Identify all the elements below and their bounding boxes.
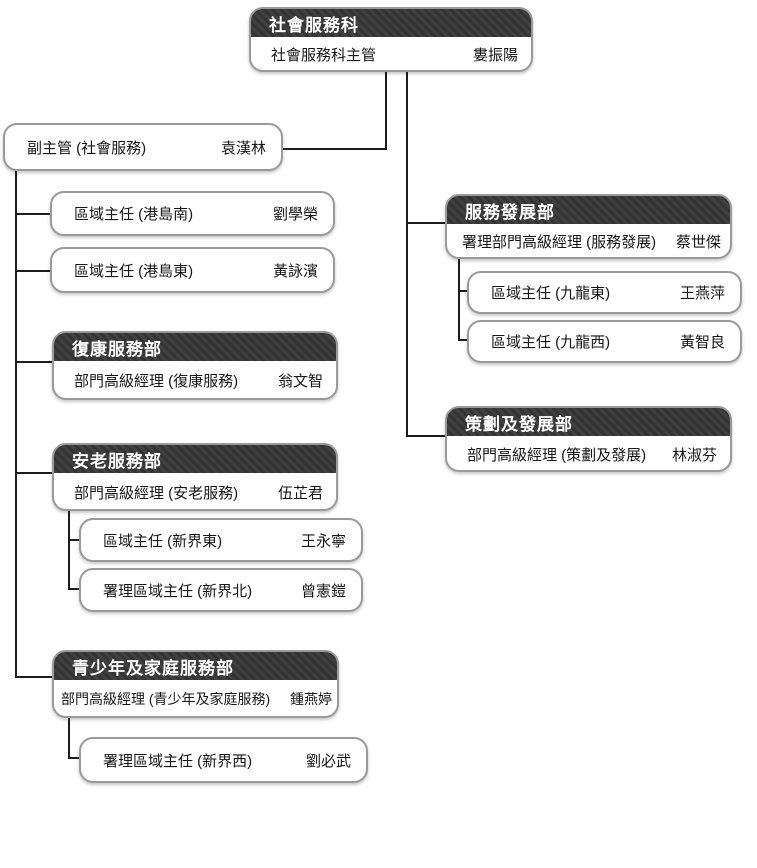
dept-header: 策劃及發展部 xyxy=(447,408,730,438)
dept-name: 社會服務科 xyxy=(269,15,359,35)
org-node-root: 社會服務科 社會服務科主管 婁振陽 xyxy=(249,7,533,72)
org-node-nt-east: 區域主任 (新界東) 王永寧 xyxy=(79,518,363,562)
person-name: 黃詠濱 xyxy=(272,262,318,280)
role-title: 社會服務科主管 xyxy=(271,47,377,64)
dept-body: 部門高級經理 (安老服務) 伍芷君 xyxy=(54,475,336,509)
person-name: 王永寧 xyxy=(300,532,346,550)
connector-line xyxy=(68,509,70,590)
org-node-youth-dept: 青少年及家庭服務部 部門高級經理 (青少年及家庭服務) 鍾燕婷 xyxy=(52,650,339,718)
connector-line xyxy=(68,539,81,541)
connector-line xyxy=(15,472,54,474)
connector-line xyxy=(15,270,52,272)
org-node-service-dev-dept: 服務發展部 署理部門高級經理 (服務發展) 蔡世傑 xyxy=(445,194,732,259)
dept-name: 策劃及發展部 xyxy=(465,414,573,434)
connector-line xyxy=(458,290,469,292)
person-name: 林淑芬 xyxy=(671,446,717,464)
connector-line xyxy=(68,716,70,759)
org-node-elderly-dept: 安老服務部 部門高級經理 (安老服務) 伍芷君 xyxy=(52,443,338,511)
role-title: 署理部門高級經理 (服務發展) xyxy=(462,234,657,251)
role-title: 區域主任 (港島南) xyxy=(74,206,194,223)
person-name: 翁文智 xyxy=(277,373,323,390)
dept-header: 青少年及家庭服務部 xyxy=(54,652,337,682)
connector-line xyxy=(283,148,387,150)
person-name: 王燕萍 xyxy=(679,285,725,302)
person-name: 婁振陽 xyxy=(472,47,518,64)
role-title: 署理區域主任 (新界北) xyxy=(103,582,253,600)
dept-header: 安老服務部 xyxy=(54,445,336,475)
role-title: 區域主任 (九龍東) xyxy=(491,285,611,302)
org-node-rehab-dept: 復康服務部 部門高級經理 (復康服務) 翁文智 xyxy=(52,331,338,400)
role-title: 副主管 (社會服務) xyxy=(27,139,147,157)
org-node-kln-east: 區域主任 (九龍東) 王燕萍 xyxy=(467,271,742,314)
role-title: 部門高級經理 (復康服務) xyxy=(74,373,239,390)
org-node-kln-west: 區域主任 (九龍西) 黃智良 xyxy=(467,320,742,363)
role-title: 部門高級經理 (策劃及發展) xyxy=(467,446,647,464)
dept-body: 社會服務科主管 婁振陽 xyxy=(251,39,531,70)
connector-line xyxy=(385,72,387,150)
connector-line xyxy=(15,676,54,678)
role-title: 部門高級經理 (青少年及家庭服務) xyxy=(61,691,271,707)
connector-line xyxy=(406,72,408,437)
org-node-nt-north: 署理區域主任 (新界北) 曾憲鎧 xyxy=(79,568,363,612)
person-name: 袁漢林 xyxy=(220,139,266,157)
org-node-deputy: 副主管 (社會服務) 袁漢林 xyxy=(3,123,283,171)
connector-line xyxy=(458,339,469,341)
dept-name: 青少年及家庭服務部 xyxy=(72,658,234,678)
connector-line xyxy=(406,222,447,224)
org-node-nt-west: 署理區域主任 (新界西) 劉必武 xyxy=(79,737,368,783)
person-name: 曾憲鎧 xyxy=(300,582,346,600)
dept-body: 部門高級經理 (青少年及家庭服務) 鍾燕婷 xyxy=(54,682,337,716)
dept-header: 社會服務科 xyxy=(251,9,531,39)
role-title: 區域主任 (新界東) xyxy=(103,532,223,550)
dept-body: 署理部門高級經理 (服務發展) 蔡世傑 xyxy=(447,226,730,257)
role-title: 區域主任 (九龍西) xyxy=(491,334,611,351)
dept-body: 部門高級經理 (復康服務) 翁文智 xyxy=(54,363,336,398)
org-node-hk-east: 區域主任 (港島東) 黃詠濱 xyxy=(50,247,335,293)
connector-line xyxy=(458,257,460,341)
role-title: 部門高級經理 (安老服務) xyxy=(74,484,239,502)
dept-body: 部門高級經理 (策劃及發展) 林淑芬 xyxy=(447,438,730,470)
connector-line xyxy=(68,757,81,759)
person-name: 劉學榮 xyxy=(272,206,318,223)
dept-name: 安老服務部 xyxy=(72,451,162,471)
connector-line xyxy=(15,361,54,363)
dept-header: 服務發展部 xyxy=(447,196,730,226)
org-node-hk-south: 區域主任 (港島南) 劉學榮 xyxy=(50,191,335,236)
connector-line xyxy=(15,170,17,678)
person-name: 蔡世傑 xyxy=(675,234,721,251)
connector-line xyxy=(15,213,52,215)
person-name: 伍芷君 xyxy=(277,484,323,502)
dept-name: 服務發展部 xyxy=(465,202,555,222)
dept-header: 復康服務部 xyxy=(54,333,336,363)
dept-name: 復康服務部 xyxy=(72,339,162,359)
org-node-planning-dept: 策劃及發展部 部門高級經理 (策劃及發展) 林淑芬 xyxy=(445,406,732,472)
person-name: 黃智良 xyxy=(679,334,725,351)
connector-line xyxy=(68,588,81,590)
role-title: 署理區域主任 (新界西) xyxy=(103,752,253,770)
person-name: 劉必武 xyxy=(305,752,351,770)
person-name: 鍾燕婷 xyxy=(290,691,332,707)
role-title: 區域主任 (港島東) xyxy=(74,262,194,280)
connector-line xyxy=(406,435,447,437)
